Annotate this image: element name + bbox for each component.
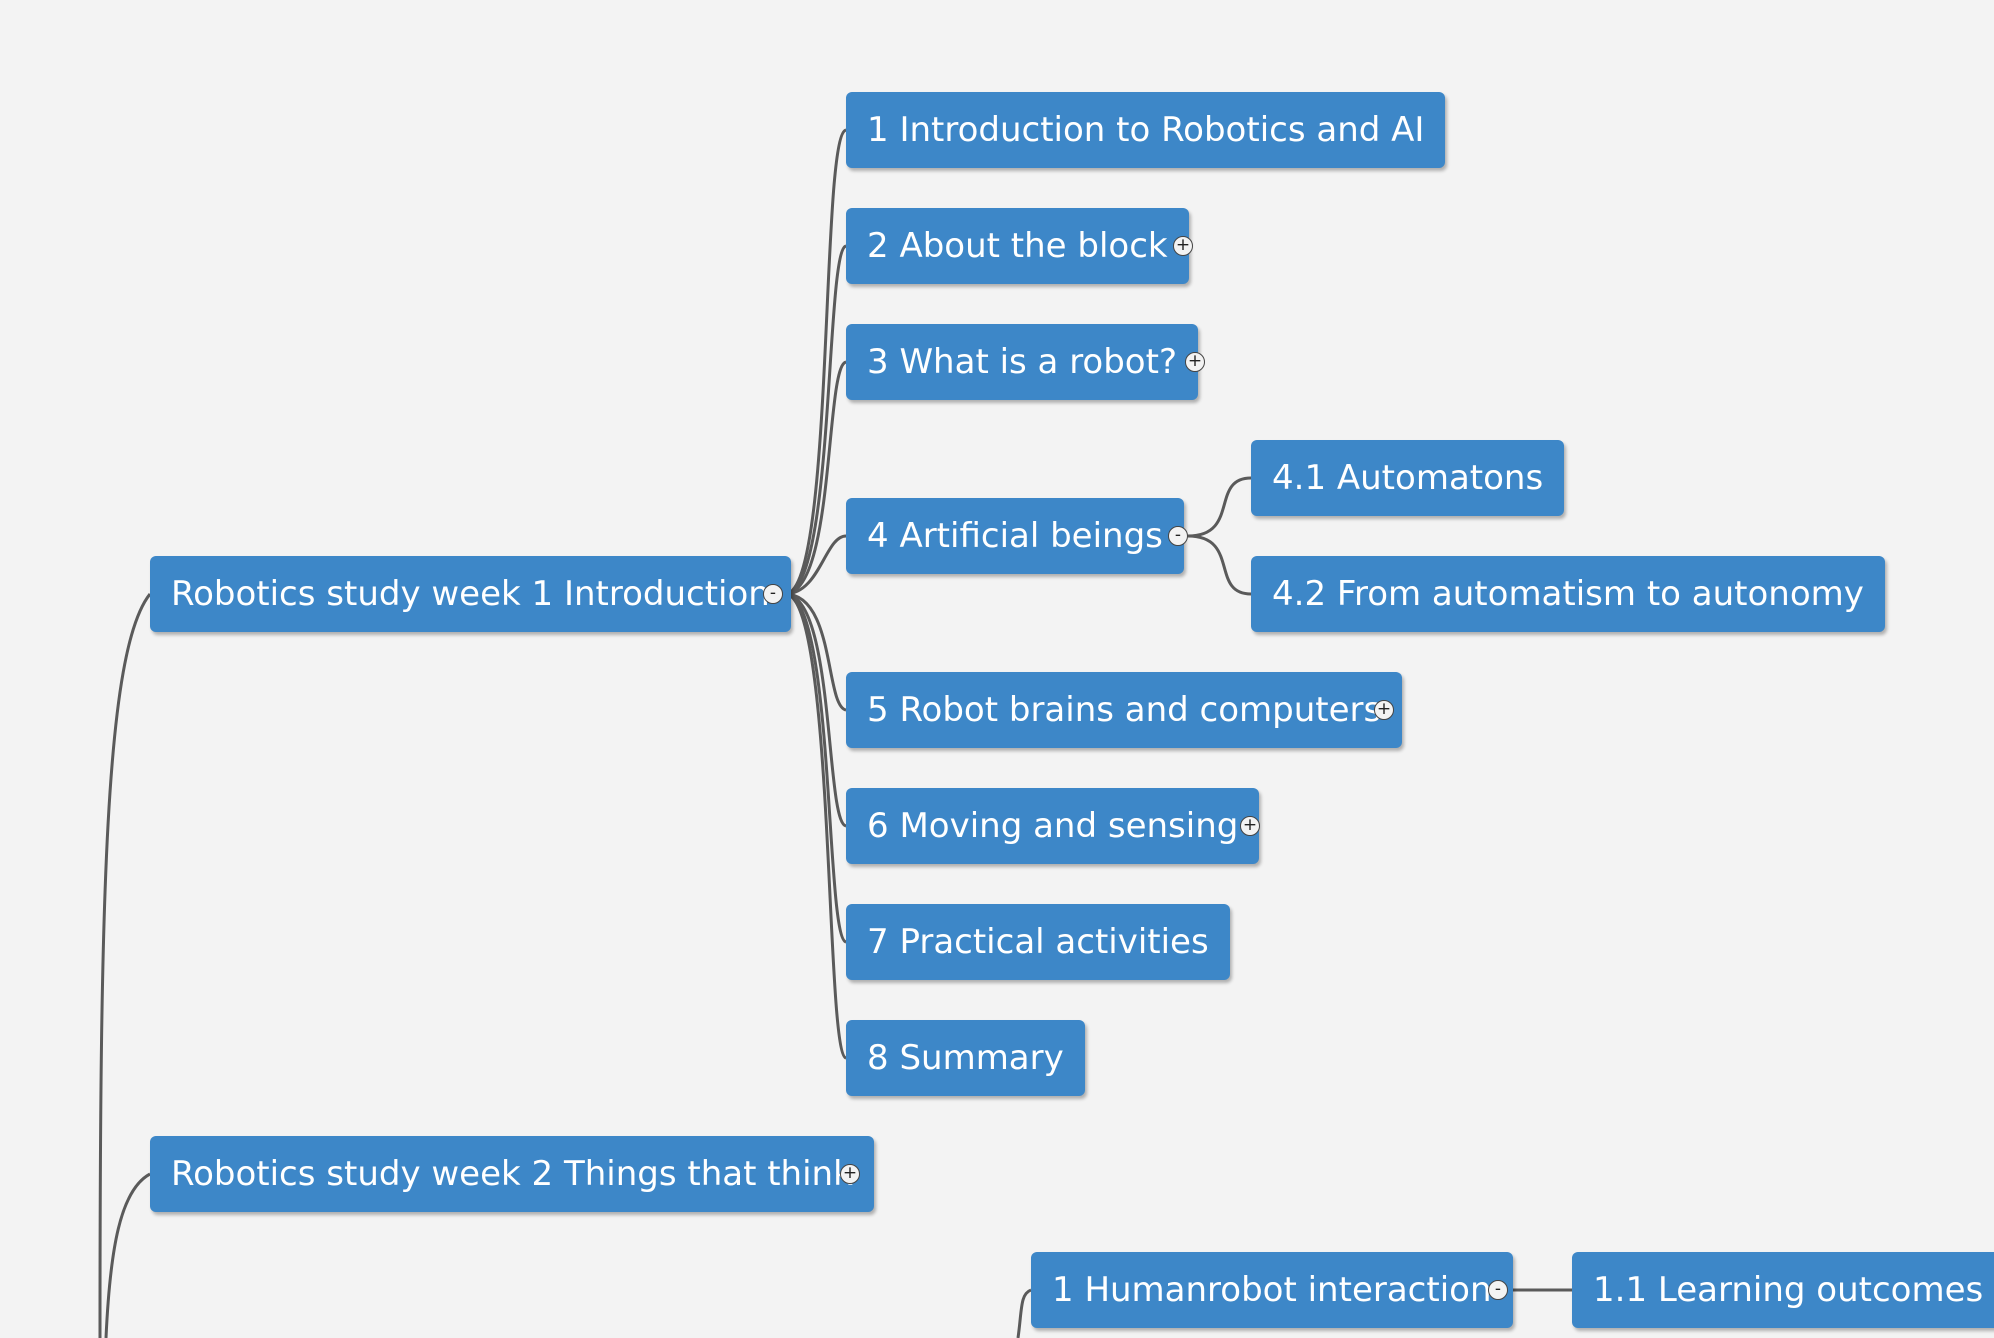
connector-week1-t5 [784, 592, 847, 712]
connector-week1-t3 [784, 360, 847, 596]
connector-week1-t4 [784, 534, 847, 596]
connector-root-trunk [98, 593, 152, 1338]
node-subtopic-4-1-automatons[interactable]: 4.1 Automatons [1251, 440, 1565, 516]
expand-toggle-topic-5[interactable]: + [1374, 700, 1394, 720]
expand-toggle-topic-3[interactable]: + [1185, 352, 1205, 372]
connector-t4-sub1 [1187, 476, 1252, 538]
node-humanrobot-interaction[interactable]: 1 Humanrobot interaction [1031, 1252, 1513, 1328]
node-topic-7-practical-activities[interactable]: 7 Practical activities [846, 904, 1230, 980]
node-topic-4-artificial-beings[interactable]: 4 Artificial beings [846, 498, 1184, 574]
connector-week1-t8 [784, 592, 848, 1060]
expand-toggle-week2[interactable]: + [840, 1164, 860, 1184]
node-subtopic-4-2-from-automatism-to-autonomy[interactable]: 4.2 From automatism to autonomy [1251, 556, 1885, 632]
node-week1-introduction[interactable]: Robotics study week 1 Introduction [150, 556, 791, 632]
collapse-toggle-week1[interactable]: - [763, 584, 783, 604]
connector-week1-t6 [784, 592, 847, 828]
node-topic-5-robot-brains-and-computers[interactable]: 5 Robot brains and computers [846, 672, 1403, 748]
node-subtopic-1-1-learning-outcomes[interactable]: 1.1 Learning outcomes [1572, 1252, 1994, 1328]
connector-t4-sub2 [1187, 534, 1252, 596]
node-week2-things-that-think[interactable]: Robotics study week 2 Things that think [150, 1136, 874, 1212]
node-topic-8-summary[interactable]: 8 Summary [846, 1020, 1085, 1096]
connector-week1-t1 [784, 128, 847, 596]
node-topic-2-about-the-block[interactable]: 2 About the block [846, 208, 1189, 284]
expand-toggle-topic-2[interactable]: + [1173, 236, 1193, 256]
connector-week1-t7 [784, 592, 848, 944]
node-topic-6-moving-and-sensing[interactable]: 6 Moving and sensing [846, 788, 1260, 864]
expand-toggle-topic-6[interactable]: + [1240, 816, 1260, 836]
collapse-toggle-topic-4[interactable]: - [1168, 526, 1188, 546]
connector-week1-t2 [784, 244, 848, 596]
collapse-toggle-humanrobot-interaction[interactable]: - [1488, 1280, 1508, 1300]
node-topic-3-what-is-a-robot[interactable]: 3 What is a robot? [846, 324, 1198, 400]
node-topic-1-introduction-to-robotics-and-ai[interactable]: 1 Introduction to Robotics and AI [846, 92, 1446, 168]
connector-root-week2 [104, 1172, 151, 1338]
connector-week3-t1 [1016, 1288, 1032, 1338]
